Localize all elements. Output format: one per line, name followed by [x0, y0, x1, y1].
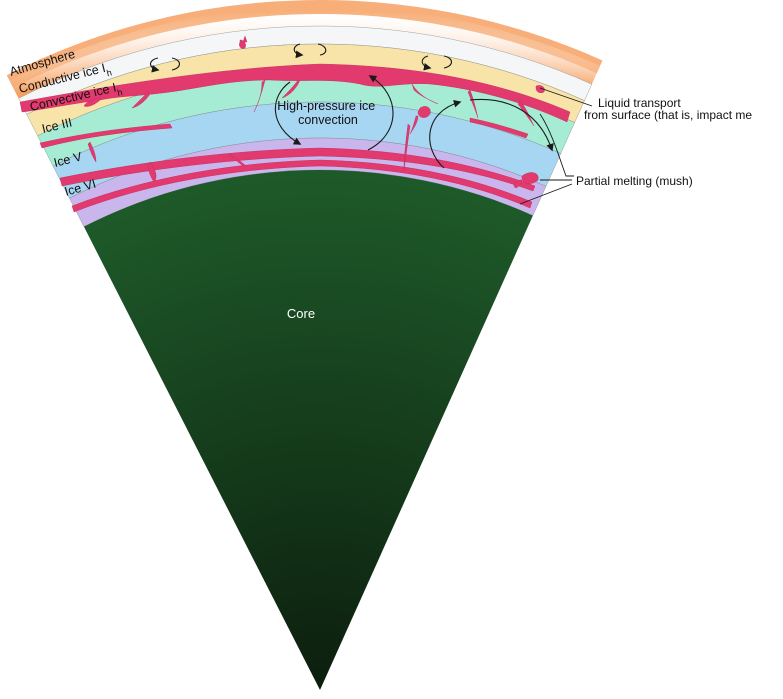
core	[83, 170, 533, 690]
annotation-leaders	[519, 87, 593, 205]
liquid-transport-annotation: Liquid transport from surface (that is, …	[584, 96, 752, 122]
ice-v-label: Ice V	[52, 149, 84, 170]
core-label: Core	[287, 306, 315, 321]
ice-iii-label: Ice III	[41, 115, 74, 136]
melt-pockets	[19, 35, 571, 213]
partial-melting-annotation: Partial melting (mush)	[576, 174, 693, 188]
convection-arrows	[149, 43, 554, 169]
convection-label: High-pressure ice convection	[277, 99, 378, 127]
layer-atmosphere	[9, 6, 601, 99]
